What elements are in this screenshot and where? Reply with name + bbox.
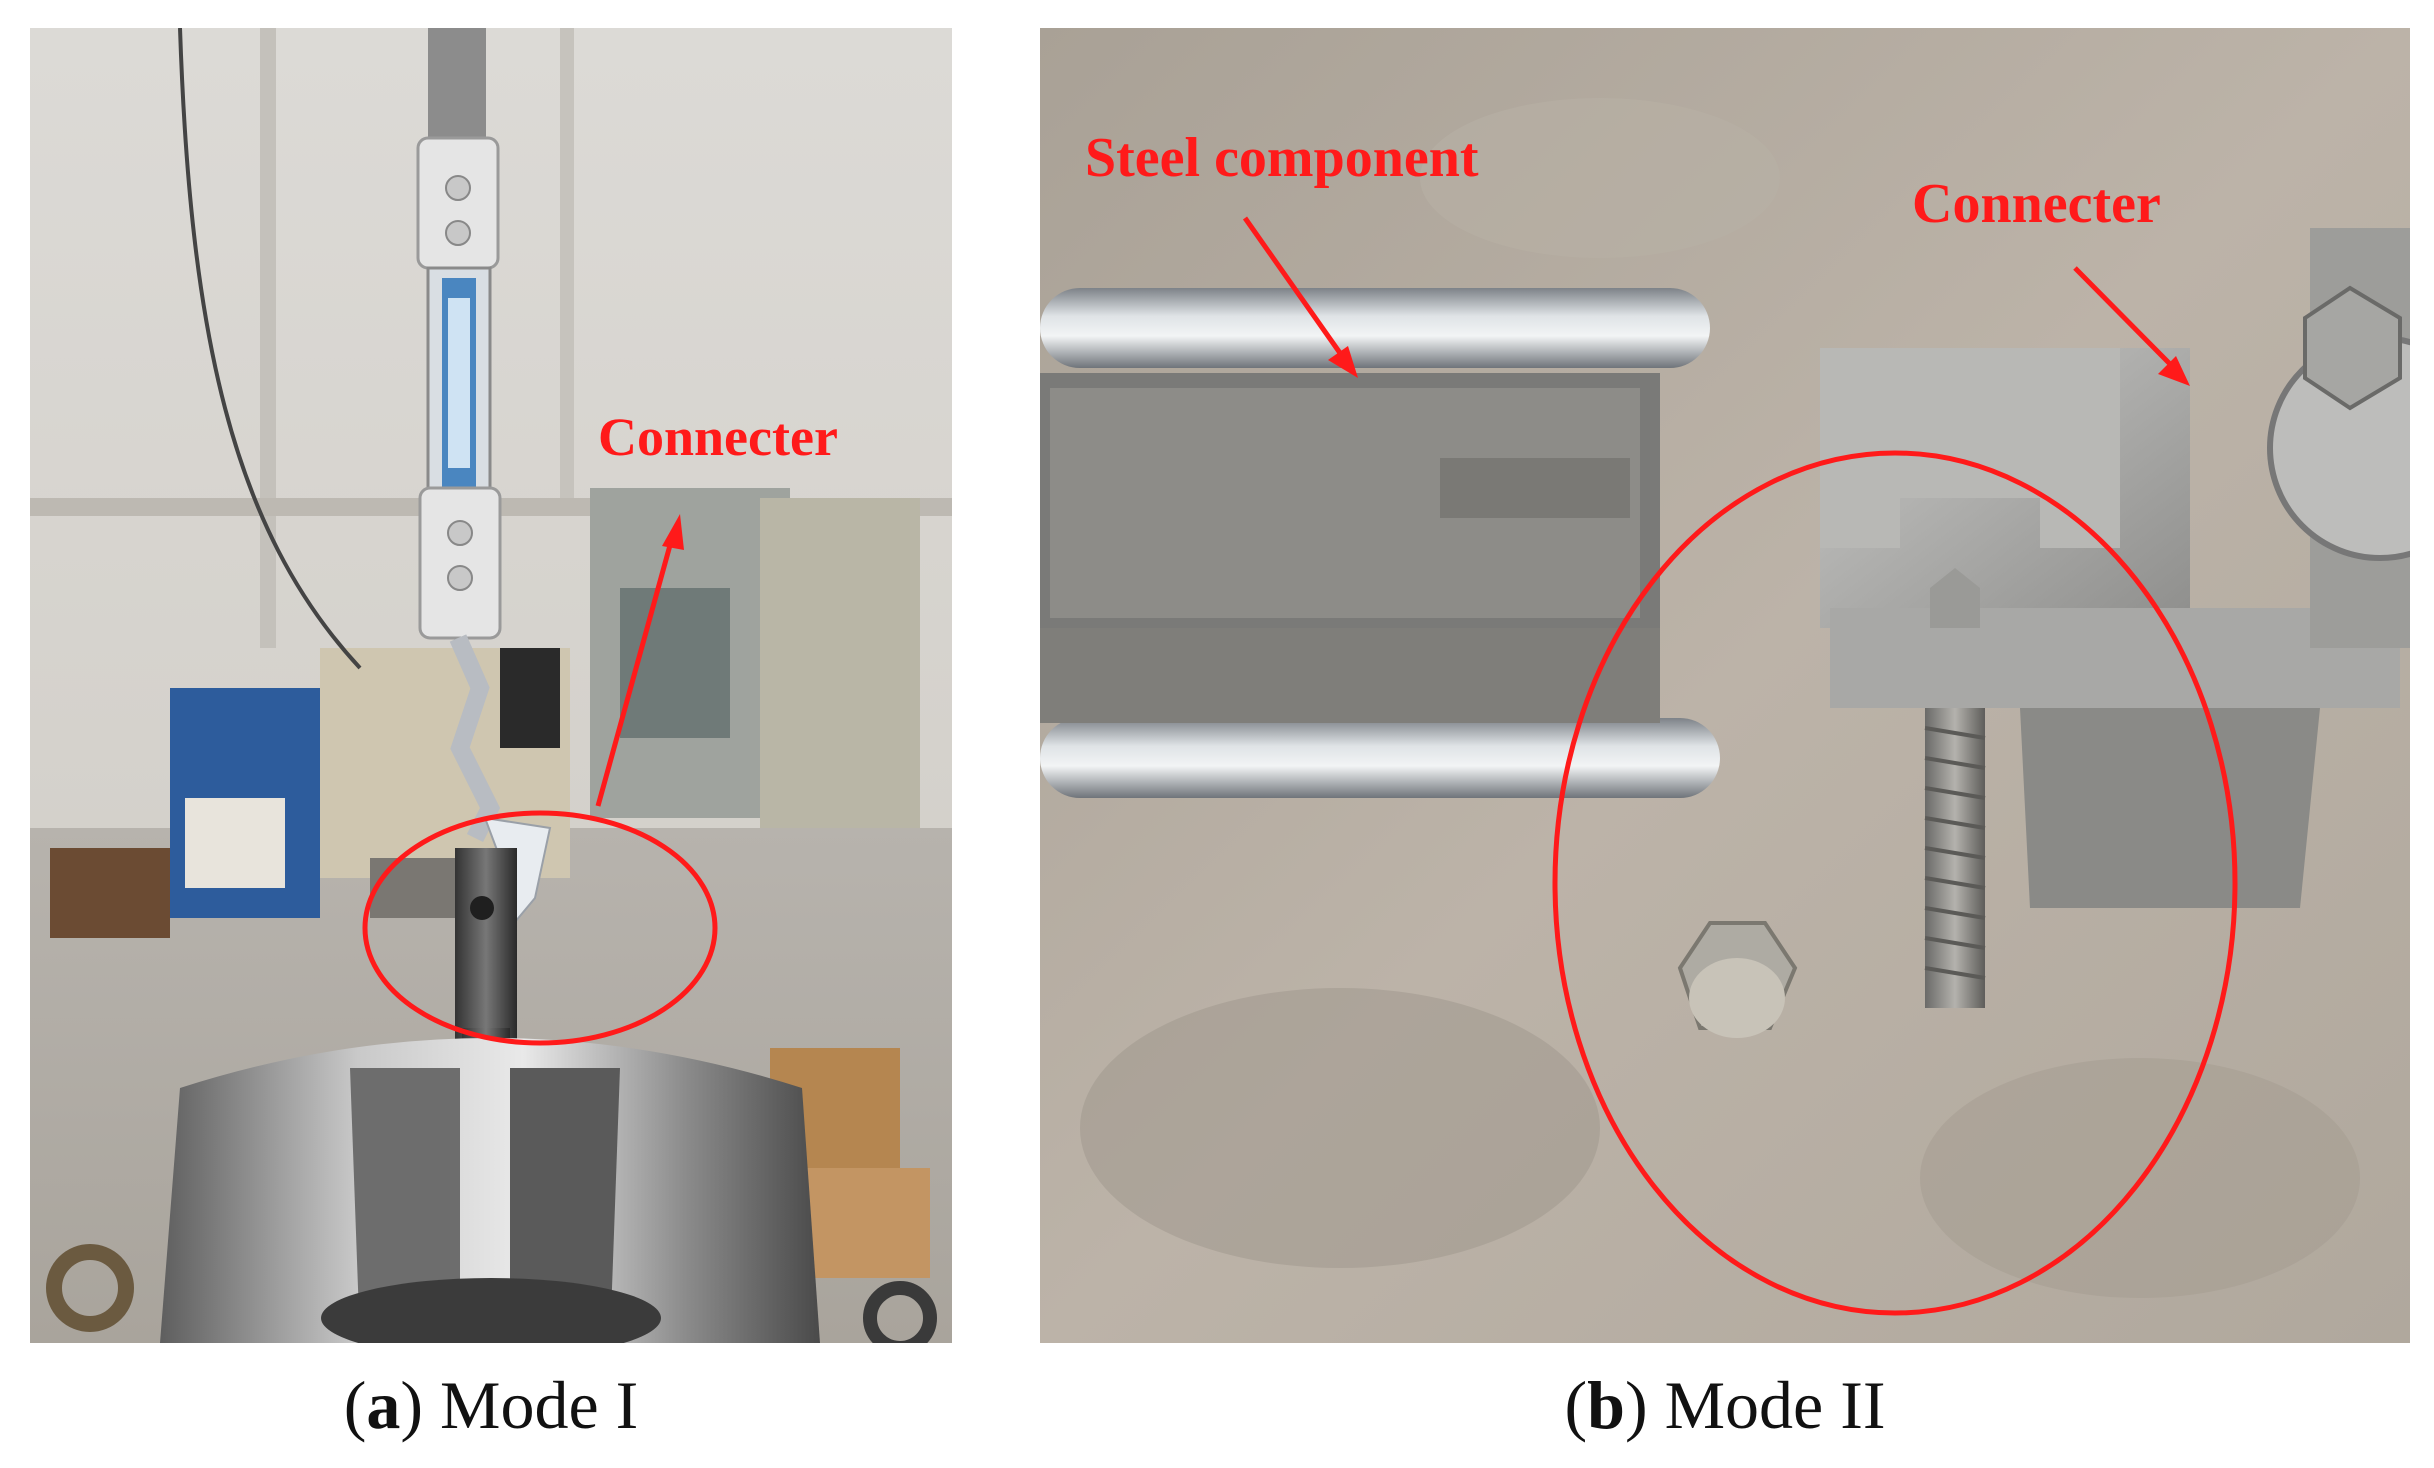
connecter-label-b: Connecter <box>1912 173 2161 235</box>
caption-a-text: Mode I <box>423 1367 639 1443</box>
pointer-arrow-steel <box>1242 216 1343 355</box>
photo-mode-i <box>30 28 952 1343</box>
failure-region-circle-a <box>362 810 718 1046</box>
pointer-arrow-a <box>595 537 675 807</box>
steel-component-label: Steel component <box>1085 127 1479 189</box>
pointer-arrowhead-steel <box>1328 346 1358 378</box>
photo-mode-ii <box>1040 28 2410 1343</box>
pointer-arrowhead-connecter <box>2158 356 2190 386</box>
failure-region-circle-b <box>1552 450 2238 1316</box>
caption-a: (a) Mode I <box>30 1360 952 1450</box>
caption-b: (b) Mode II <box>1040 1360 2410 1450</box>
photo-panel-b: Steel component Connecter <box>1040 28 2410 1343</box>
caption-b-letter: b <box>1587 1367 1625 1443</box>
photo-panel-a: Connecter <box>30 28 952 1343</box>
pointer-arrowhead-a <box>662 514 684 550</box>
caption-a-open: ( <box>343 1367 367 1443</box>
caption-b-text: Mode II <box>1647 1367 1886 1443</box>
pointer-arrow-connecter <box>2073 266 2172 366</box>
caption-a-letter: a <box>366 1367 401 1443</box>
caption-a-close: ) <box>400 1367 423 1443</box>
caption-b-open: ( <box>1564 1367 1588 1443</box>
connecter-label-a: Connecter <box>598 407 838 467</box>
caption-b-close: ) <box>1624 1367 1648 1443</box>
